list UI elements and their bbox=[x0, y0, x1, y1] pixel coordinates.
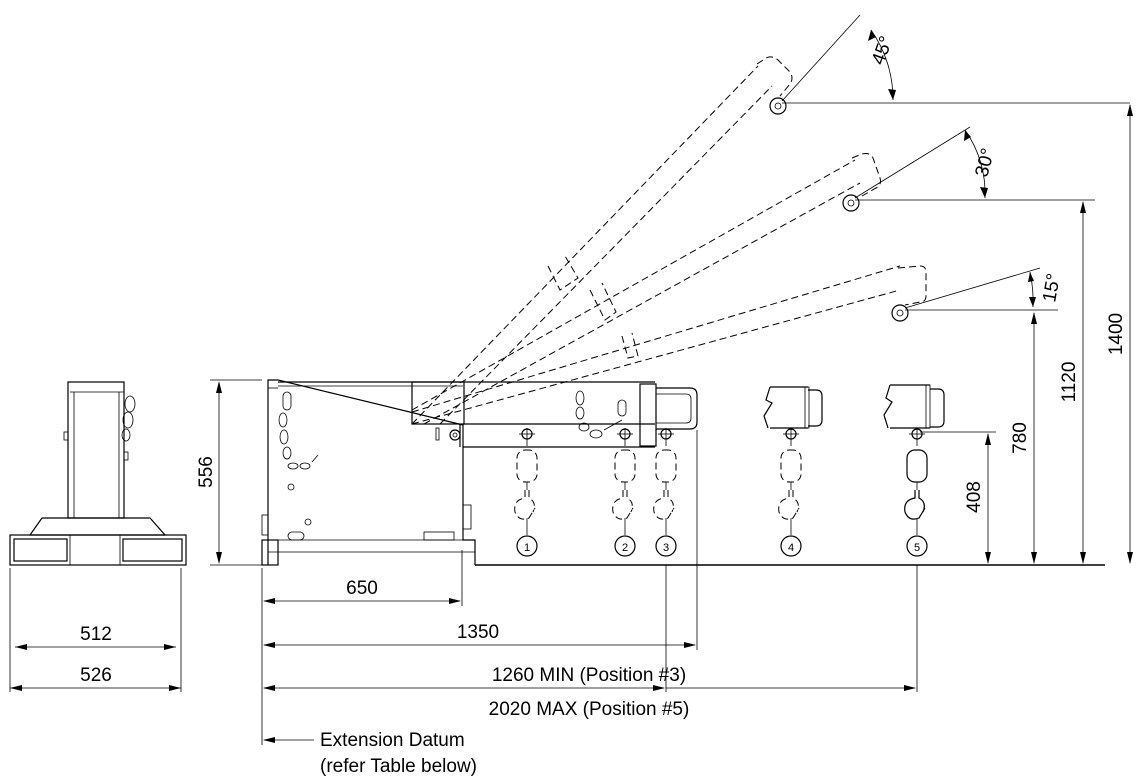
position-label-5: 5 bbox=[914, 542, 920, 554]
angle-15: 15° bbox=[904, 267, 1065, 311]
dimension-780: 780 bbox=[1010, 312, 1037, 564]
extension-datum-callout: Extension Datum (refer Table below) bbox=[263, 730, 477, 777]
dim-526-label: 526 bbox=[80, 665, 112, 686]
dim-556-label: 556 bbox=[196, 456, 217, 488]
angle-45: 45° bbox=[781, 14, 1130, 104]
position-label-1: 1 bbox=[524, 542, 530, 554]
angle-15-label: 15° bbox=[1039, 272, 1065, 304]
dim-1120-label: 1120 bbox=[1059, 362, 1080, 403]
dimension-408: 408 bbox=[920, 431, 996, 564]
dimension-1260-min bbox=[263, 565, 667, 692]
position-label-3: 3 bbox=[663, 542, 669, 554]
angle-30: 30° bbox=[854, 126, 1095, 201]
dimension-512: 512 bbox=[9, 568, 182, 692]
dim-1350-label: 1350 bbox=[457, 622, 499, 643]
boom-15-deg bbox=[411, 265, 927, 425]
dim-408-label: 408 bbox=[964, 481, 985, 513]
boom-stub-5 bbox=[883, 384, 945, 429]
dim-2020-label: 2020 MAX (Position #5) bbox=[489, 699, 690, 720]
dimension-650: 650 bbox=[263, 550, 463, 606]
boom-stub-4 bbox=[763, 386, 823, 429]
end-view bbox=[9, 381, 187, 566]
dimension-556: 556 bbox=[196, 379, 262, 566]
hook-position-2: 2 bbox=[612, 428, 636, 557]
hook-position-5: 5 bbox=[904, 428, 928, 557]
dimension-1120: 1120 bbox=[1059, 201, 1086, 564]
position-label-4: 4 bbox=[788, 542, 794, 554]
angle-30-label: 30° bbox=[972, 146, 1000, 179]
dim-1400-label: 1400 bbox=[1106, 313, 1127, 355]
dim-1260-label: 1260 MIN (Position #3) bbox=[492, 665, 686, 686]
position-label-2: 2 bbox=[622, 542, 628, 554]
side-view-body bbox=[261, 379, 698, 566]
dim-780-label: 780 bbox=[1010, 422, 1031, 454]
dimension-526: 526 bbox=[10, 665, 181, 691]
dim-650-label: 650 bbox=[346, 578, 378, 599]
hook-positions: 1 2 3 4 5 bbox=[514, 428, 928, 557]
dim-512-label: 512 bbox=[80, 624, 112, 645]
boom-30-deg bbox=[411, 153, 881, 425]
dimension-1400: 1400 bbox=[1106, 104, 1133, 564]
hook-position-1: 1 bbox=[514, 428, 538, 557]
datum-line1: Extension Datum bbox=[320, 730, 465, 751]
hook-position-4: 4 bbox=[778, 428, 802, 557]
hook-position-3: 3 bbox=[653, 428, 677, 557]
dimension-2020-max: 1260 MIN (Position #3) 2020 MAX (Positio… bbox=[489, 565, 918, 720]
dimension-1350: 1350 bbox=[263, 430, 698, 650]
boom-45-deg bbox=[411, 56, 793, 425]
datum-line2: (refer Table below) bbox=[320, 756, 477, 777]
